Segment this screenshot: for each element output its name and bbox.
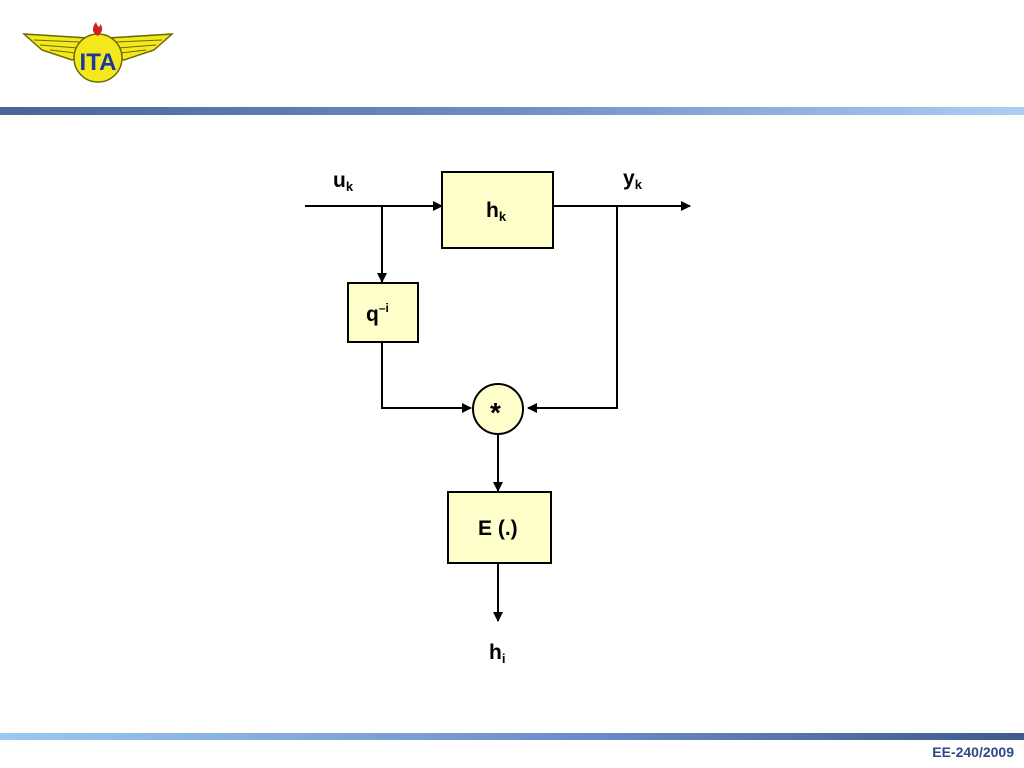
output-feedback-line: [527, 206, 618, 413]
input-label: uk: [333, 169, 354, 194]
course-code: EE-240/2009: [932, 744, 1014, 760]
system-block: [441, 171, 554, 249]
delay-to-product-line: [381, 342, 472, 413]
logo-wings: [21, 33, 175, 61]
delay-block-label: q–i: [366, 301, 389, 326]
delay-block: [347, 282, 419, 343]
expectation-block-label: E (.): [478, 517, 518, 540]
footer-divider: [0, 733, 1024, 740]
product-node: [472, 383, 524, 435]
expectation-block: [447, 491, 552, 564]
result-label: hi: [489, 641, 506, 666]
product-symbol: *: [490, 397, 501, 428]
flame-icon: [92, 22, 103, 36]
header-divider: [0, 107, 1024, 115]
system-block-label: hk: [486, 199, 507, 224]
output-label: yk: [623, 167, 642, 192]
ita-logo: ITA: [21, 22, 175, 83]
logo-letters: ITA: [80, 49, 117, 76]
